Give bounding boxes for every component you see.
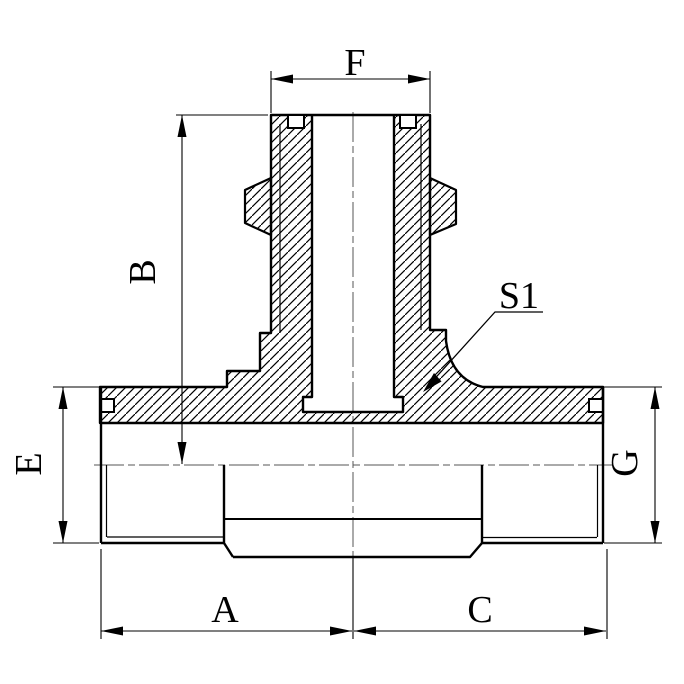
arrowhead <box>271 74 293 84</box>
tee-fitting-body <box>98 113 605 425</box>
dimension-label-a: A <box>211 589 239 631</box>
branch-relief-notch-right <box>399 114 417 129</box>
dimension-e <box>53 386 99 544</box>
dimension-b <box>176 114 268 464</box>
dimension-label-e: E <box>8 452 50 475</box>
arrowhead <box>584 626 606 636</box>
arrowhead <box>650 521 660 543</box>
centerlines <box>94 112 612 556</box>
arrowhead <box>408 74 430 84</box>
arrowhead <box>177 115 187 137</box>
dimension-label-f: F <box>344 42 365 84</box>
hex-flat-right <box>428 176 458 237</box>
callout-label-s1: S1 <box>499 275 539 317</box>
dimension-label-b: B <box>122 259 164 284</box>
hex-section-left-edge <box>222 465 235 558</box>
dimension-g <box>604 386 662 544</box>
dimension-label-g: G <box>604 449 646 476</box>
dimension-label-c: C <box>467 589 492 631</box>
dimension-a <box>100 549 354 639</box>
dimension-c <box>354 549 608 639</box>
horizontal-run <box>99 387 605 559</box>
hex-section-bottom <box>233 542 483 559</box>
arrowhead <box>58 521 68 543</box>
arrowhead <box>101 626 123 636</box>
arrowhead <box>423 373 442 392</box>
hex-flat-left <box>243 176 273 237</box>
arrowhead <box>330 626 352 636</box>
callout-s1 <box>423 311 543 392</box>
arrowhead <box>58 387 68 409</box>
flange-relief-notch-right <box>588 398 604 413</box>
leader-line <box>428 311 543 386</box>
body-section <box>98 113 605 425</box>
arrowhead <box>650 387 660 409</box>
arrowhead <box>354 626 376 636</box>
branch-relief-notch-left <box>287 114 305 129</box>
arrowhead <box>177 442 187 464</box>
dimension-f <box>270 71 431 113</box>
